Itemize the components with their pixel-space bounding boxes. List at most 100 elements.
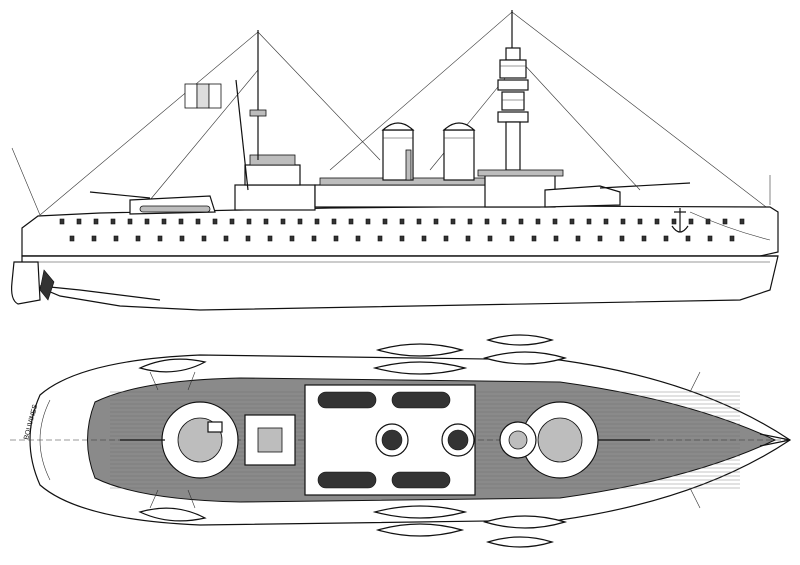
scuttle — [501, 218, 507, 225]
scuttle — [314, 218, 320, 225]
scuttle — [161, 218, 167, 225]
scuttle — [245, 235, 251, 242]
scuttle — [59, 218, 65, 225]
aft-hatch — [257, 427, 283, 453]
scuttle — [729, 235, 735, 242]
aft-bridge-roof — [249, 154, 296, 166]
scuttle — [229, 218, 235, 225]
propeller-shaft — [39, 285, 161, 301]
scuttle — [531, 235, 537, 242]
tricolor-flag — [184, 83, 222, 109]
bow-line — [689, 211, 771, 241]
forward-superstructure — [484, 174, 556, 208]
scuttle — [110, 218, 116, 225]
forward-funnel — [442, 122, 476, 181]
scuttle — [487, 235, 493, 242]
scuttle — [421, 235, 427, 242]
scuttle — [212, 218, 218, 225]
rudder — [11, 261, 41, 305]
scuttle — [365, 218, 371, 225]
scuttle — [707, 235, 713, 242]
scuttle — [399, 218, 405, 225]
midships-boats-plan — [317, 391, 451, 489]
scuttle — [465, 235, 471, 242]
scuttle — [443, 235, 449, 242]
scuttles-upper-row — [59, 218, 745, 225]
scuttles-lower-row — [69, 235, 735, 242]
scuttle — [195, 218, 201, 225]
scuttle — [586, 218, 592, 225]
scuttle — [553, 235, 559, 242]
plan-view: BOUVINES — [10, 334, 792, 548]
scuttle — [113, 235, 119, 242]
scuttle — [263, 218, 269, 225]
scuttle — [637, 218, 643, 225]
scuttle — [280, 218, 286, 225]
scuttle — [144, 218, 150, 225]
scuttle — [382, 218, 388, 225]
scuttle — [603, 218, 609, 225]
scuttle — [348, 218, 354, 225]
scuttle — [135, 235, 141, 242]
military-mast — [497, 10, 529, 171]
scuttle — [688, 218, 694, 225]
scuttle — [127, 218, 133, 225]
scuttle — [416, 218, 422, 225]
scuttle — [377, 235, 383, 242]
scuttle — [739, 218, 745, 225]
side-elevation-view — [11, 10, 779, 311]
forward-turret — [544, 185, 621, 208]
scuttle — [157, 235, 163, 242]
scuttle — [467, 218, 473, 225]
forward-funnel-opening — [447, 429, 469, 451]
outboard-boats — [138, 334, 568, 548]
scuttle — [569, 218, 575, 225]
bow-tip — [759, 433, 791, 447]
scuttle — [178, 218, 184, 225]
aft-boat — [139, 205, 211, 213]
stern-walk — [39, 399, 51, 481]
scuttle — [552, 218, 558, 225]
scuttle — [518, 218, 524, 225]
scuttle — [450, 218, 456, 225]
scuttle — [685, 235, 691, 242]
scuttle — [333, 235, 339, 242]
scuttle — [223, 235, 229, 242]
aft-mast — [235, 30, 267, 191]
scuttle — [93, 218, 99, 225]
scuttle — [722, 218, 728, 225]
boat-davits — [149, 371, 701, 509]
anchor-icon — [671, 208, 689, 233]
scuttle — [654, 218, 660, 225]
aft-superstructure — [234, 184, 316, 211]
scuttle — [433, 218, 439, 225]
forward-gun-barrel — [599, 182, 691, 189]
scuttle — [535, 218, 541, 225]
scuttle — [620, 218, 626, 225]
scuttle — [641, 235, 647, 242]
ventilator — [405, 149, 412, 181]
scuttle — [331, 218, 337, 225]
aft-turret-plan — [120, 401, 239, 479]
scuttle — [597, 235, 603, 242]
scuttle — [267, 235, 273, 242]
propeller — [39, 269, 55, 301]
scuttle — [311, 235, 317, 242]
aft-gun-barrel — [89, 191, 151, 199]
scuttle — [619, 235, 625, 242]
scuttle — [355, 235, 361, 242]
hull-underwater-body — [21, 255, 779, 311]
scuttle — [705, 218, 711, 225]
scuttle — [289, 235, 295, 242]
scuttle — [399, 235, 405, 242]
scuttle — [671, 218, 677, 225]
aft-bridge — [244, 164, 301, 186]
scuttle — [484, 218, 490, 225]
scuttle — [509, 235, 515, 242]
scuttle — [246, 218, 252, 225]
scuttle — [297, 218, 303, 225]
forward-bridge-deck — [477, 169, 564, 177]
scuttle — [663, 235, 669, 242]
military-mast-top — [508, 430, 528, 450]
scuttle — [201, 235, 207, 242]
